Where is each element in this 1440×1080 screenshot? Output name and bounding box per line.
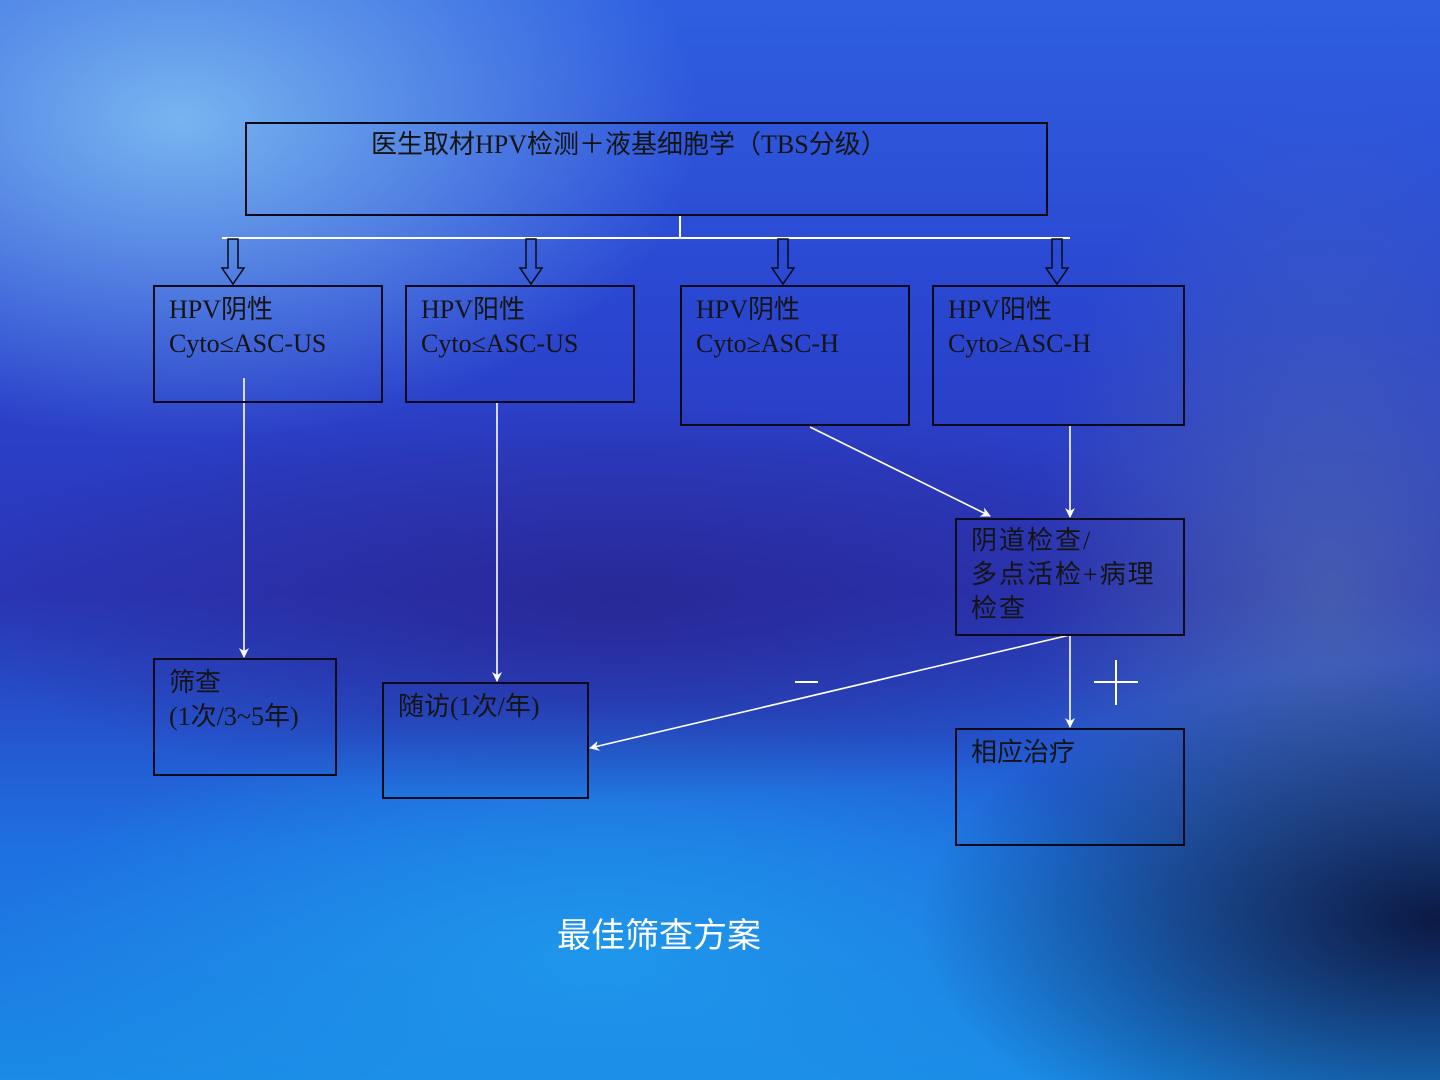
sampling-text: 医生取材HPV检测＋液基细胞学（TBS分级）: [371, 130, 887, 159]
screening-title: 筛查: [169, 668, 222, 697]
followup-box: 随访(1次/年): [382, 682, 589, 799]
screening-box: 筛查 (1次/3~5年): [153, 658, 337, 776]
result-cyto: Cyto≥ASC-H: [696, 329, 839, 358]
result-hpv: HPV阴性: [696, 295, 801, 324]
arrow-negative-to-followup: [589, 634, 1071, 751]
hollow-arrow-2: [518, 238, 544, 286]
result-hpv: HPV阴性: [169, 295, 274, 324]
result-box-hpv-neg-high: HPV阴性 Cyto≥ASC-H: [680, 285, 910, 426]
exam-line-2: 多点活检+病理: [971, 560, 1156, 589]
result-cyto: Cyto≤ASC-US: [169, 329, 327, 358]
sampling-box: 医生取材HPV检测＋液基细胞学（TBS分级）: [245, 122, 1048, 216]
exam-line-3: 检查: [971, 594, 1028, 623]
treatment-box: 相应治疗: [955, 728, 1185, 846]
result-cyto: Cyto≥ASC-H: [948, 329, 1091, 358]
hollow-arrow-1: [220, 238, 246, 286]
result-box-hpv-pos-high: HPV阳性 Cyto≥ASC-H: [932, 285, 1185, 426]
exam-box: 阴道检查/ 多点活检+病理 检查: [955, 518, 1185, 636]
hollow-arrow-3: [770, 238, 796, 286]
treatment-text: 相应治疗: [971, 738, 1076, 767]
result-box-hpv-pos-low: HPV阳性 Cyto≤ASC-US: [405, 285, 635, 403]
arrow-to-exam-diagonal: [809, 426, 991, 517]
result-hpv: HPV阳性: [948, 295, 1053, 324]
slide-caption: 最佳筛查方案: [557, 918, 761, 955]
exam-line-1: 阴道检查/: [971, 526, 1093, 555]
result-box-hpv-neg-low: HPV阴性 Cyto≤ASC-US: [153, 285, 383, 403]
result-hpv: HPV阳性: [421, 295, 526, 324]
hollow-arrow-4: [1044, 238, 1070, 286]
screening-interval: (1次/3~5年): [169, 702, 299, 731]
result-cyto: Cyto≤ASC-US: [421, 329, 579, 358]
followup-text: 随访(1次/年): [398, 692, 540, 721]
